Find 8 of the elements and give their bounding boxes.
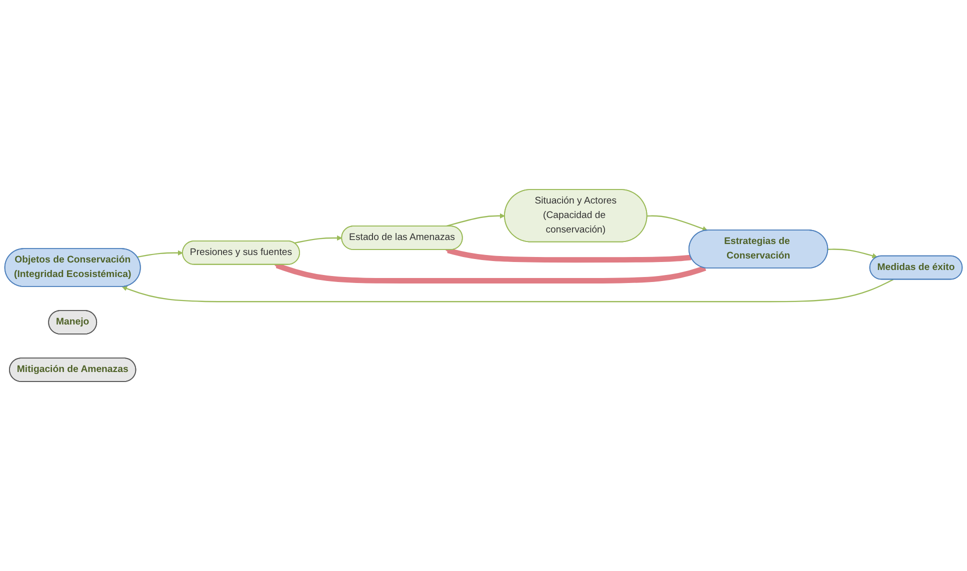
arrow	[647, 215, 708, 232]
arrow	[274, 262, 706, 284]
arrow	[137, 250, 184, 258]
arrow	[294, 235, 342, 244]
arrow	[445, 213, 506, 227]
arrow	[828, 248, 878, 258]
arrow	[122, 279, 894, 302]
arrow	[445, 248, 692, 263]
